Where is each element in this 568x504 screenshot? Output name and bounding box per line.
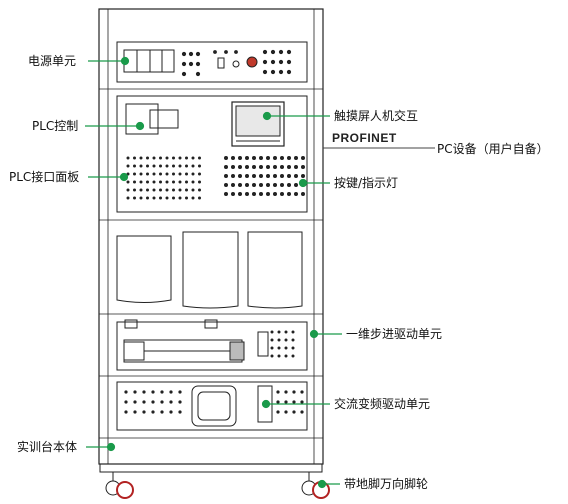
- vfd-unit-panel: [116, 381, 308, 431]
- label-plc-panel: PLC接口面板: [9, 170, 80, 184]
- stepper-dots: [270, 330, 295, 358]
- label-casters: 带地脚万向脚轮: [344, 477, 429, 491]
- label-stepper-unit: 一维步进驱动单元: [346, 327, 443, 341]
- casters: [99, 463, 330, 499]
- label-plc-control: PLC控制: [32, 119, 79, 133]
- power-unit-panel: [116, 41, 308, 83]
- label-pc: PC设备（用户自备）: [437, 142, 549, 156]
- label-profinet: PROFINET: [332, 131, 397, 145]
- label-power-unit: 电源单元: [28, 54, 77, 68]
- plc-panel: [116, 95, 308, 213]
- leader-lines: [85, 56, 342, 489]
- label-bench-body: 实训台本体: [17, 440, 78, 454]
- label-buttons-lights: 按键/指示灯: [334, 176, 399, 190]
- vfd-dots: [124, 390, 304, 414]
- label-vfd-unit: 交流变频驱动单元: [334, 397, 431, 411]
- plc-terminal-dots: [126, 156, 201, 200]
- label-hmi: 触摸屏人机交互: [334, 109, 419, 123]
- blank-panels: [116, 231, 303, 309]
- button-light-dots: [224, 156, 305, 196]
- stepper-unit-panel: [116, 319, 308, 371]
- left-caster: [105, 472, 134, 499]
